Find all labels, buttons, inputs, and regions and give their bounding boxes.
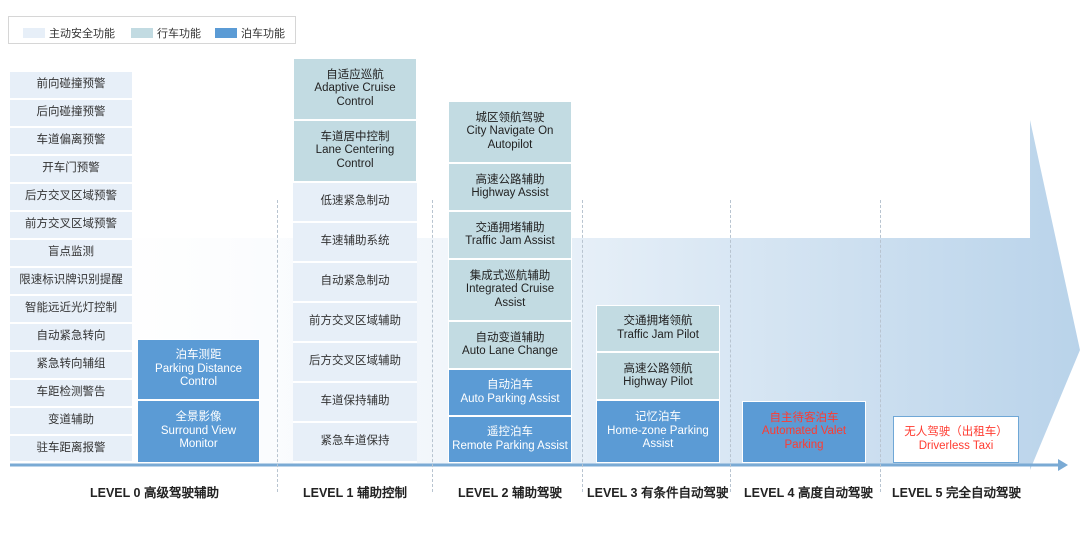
- level-divider: [730, 200, 731, 492]
- level1-feature: 车速辅助系统: [293, 223, 417, 263]
- feature-cn: 遥控泊车: [487, 426, 533, 438]
- level1-driving-feature: 自适应巡航 Adaptive Cruise Control: [293, 58, 417, 120]
- feature-en: Automated Valet: [761, 425, 847, 438]
- level2-parking-feature: 自动泊车 Auto Parking Assist: [448, 369, 572, 416]
- feature-en: Parking Distance: [155, 362, 242, 375]
- level0-feature: 紧急转向辅组: [10, 352, 132, 380]
- feature-cn: 交通拥堵辅助: [475, 221, 545, 234]
- level-divider: [432, 200, 433, 492]
- feature-en: City Navigate On: [466, 125, 554, 138]
- level0-feature: 变道辅助: [10, 408, 132, 436]
- feature-en: Autopilot: [487, 138, 533, 151]
- level-divider: [582, 200, 583, 492]
- level2-driving-feature: 交通拥堵辅助 Traffic Jam Assist: [448, 211, 572, 259]
- feature-en: Remote Parking Assist: [452, 439, 568, 452]
- feature-en: Auto Lane Change: [462, 345, 558, 357]
- level0-feature: 前方交叉区域预警: [10, 212, 132, 240]
- level0-feature: 驻车距离报警: [10, 436, 132, 463]
- feature-cn: 自适应巡航: [326, 68, 384, 81]
- legend-swatch: [215, 28, 237, 38]
- legend-item-active-safety: 主动安全功能: [23, 25, 115, 41]
- legend-swatch: [23, 28, 45, 38]
- level0-feature: 前向碰撞预警: [10, 72, 132, 100]
- level4-parking-feature: 自主待客泊车 Automated Valet Parking: [742, 401, 866, 463]
- level0-feature: 智能远近光灯控制: [10, 296, 132, 324]
- feature-en: Parking: [784, 438, 824, 451]
- level-divider: [277, 200, 278, 492]
- level1-feature: 自动紧急制动: [293, 263, 417, 303]
- feature-en: Assist: [642, 438, 674, 451]
- level0-feature: 车道偏离预警: [10, 128, 132, 156]
- level2-driving-feature: 城区领航驾驶 City Navigate On Autopilot: [448, 101, 572, 163]
- level1-driving-feature: 车道居中控制 Lane Centering Control: [293, 120, 417, 182]
- level1-feature: 紧急车道保持: [293, 423, 417, 463]
- level2-driving-feature: 集成式巡航辅助 Integrated Cruise Assist: [448, 259, 572, 321]
- feature-cn: 自主待客泊车: [769, 411, 839, 424]
- level0-feature: 自动紧急转向: [10, 324, 132, 352]
- feature-en: Home-zone Parking: [607, 424, 709, 437]
- level1-title: LEVEL 1 辅助控制: [303, 486, 407, 500]
- level2-driving-feature: 自动变道辅助 Auto Lane Change: [448, 321, 572, 369]
- level0-feature: 盲点监测: [10, 240, 132, 268]
- legend-item-parking: 泊车功能: [215, 25, 285, 41]
- legend-label: 主动安全功能: [49, 28, 115, 40]
- level4-title: LEVEL 4 高度自动驾驶: [744, 486, 873, 500]
- level1-feature: 前方交叉区域辅助: [293, 303, 417, 343]
- level2-parking-feature: 遥控泊车 Remote Parking Assist: [448, 416, 572, 463]
- feature-cn: 高速公路领航: [623, 362, 693, 375]
- level3-title: LEVEL 3 有条件自动驾驶: [587, 486, 729, 500]
- level-divider: [880, 200, 881, 492]
- feature-en: Highway Pilot: [623, 376, 693, 388]
- feature-en: Lane Centering: [315, 144, 395, 157]
- feature-cn: 自动变道辅助: [475, 331, 545, 344]
- level0-feature: 限速标识牌识别提醒: [10, 268, 132, 296]
- feature-en: Monitor: [179, 438, 218, 451]
- level3-driving-feature: 交通拥堵领航 Traffic Jam Pilot: [596, 305, 720, 352]
- feature-en: Surround View: [160, 424, 237, 437]
- feature-cn: 交通拥堵领航: [623, 315, 693, 327]
- legend-item-driving: 行车功能: [131, 25, 201, 41]
- level0-feature: 车距检测警告: [10, 380, 132, 408]
- legend-label: 行车功能: [157, 28, 201, 40]
- level1-feature: 后方交叉区域辅助: [293, 343, 417, 383]
- level0-feature: 后向碰撞预警: [10, 100, 132, 128]
- level0-title: LEVEL 0 高级驾驶辅助: [90, 486, 219, 500]
- feature-cn: 自动泊车: [487, 379, 533, 391]
- feature-en: Traffic Jam Pilot: [617, 328, 699, 341]
- feature-cn: 车道居中控制: [320, 130, 390, 143]
- feature-cn: 泊车测距: [175, 349, 222, 362]
- level0-feature: 后方交叉区域预警: [10, 184, 132, 212]
- level0-parking-feature: 全景影像 Surround View Monitor: [137, 400, 260, 463]
- level0-parking-feature: 泊车测距 Parking Distance Control: [137, 339, 260, 400]
- feature-en: Control: [336, 157, 374, 170]
- feature-cn: 集成式巡航辅助: [469, 269, 551, 282]
- level2-driving-feature: 高速公路辅助 Highway Assist: [448, 163, 572, 211]
- legend-label: 泊车功能: [241, 28, 285, 40]
- level2-title: LEVEL 2 辅助驾驶: [458, 486, 562, 500]
- feature-en: Traffic Jam Assist: [465, 235, 555, 247]
- level1-feature: 低速紧急制动: [293, 183, 417, 223]
- feature-en: Integrated Cruise: [465, 283, 555, 296]
- feature-cn: 无人驾驶（出租车）: [904, 426, 1008, 438]
- level3-driving-feature: 高速公路领航 Highway Pilot: [596, 352, 720, 400]
- level5-feature: 无人驾驶（出租车） Driverless Taxi: [893, 416, 1019, 463]
- legend-swatch: [131, 28, 153, 38]
- feature-en: Driverless Taxi: [918, 439, 994, 452]
- level1-feature: 车道保持辅助: [293, 383, 417, 423]
- feature-cn: 记忆泊车: [635, 411, 681, 424]
- feature-en: Highway Assist: [471, 187, 549, 199]
- level5-title: LEVEL 5 完全自动驾驶: [892, 486, 1021, 500]
- feature-en: Adaptive Cruise: [314, 82, 396, 95]
- feature-en: Control: [179, 376, 218, 389]
- feature-cn: 全景影像: [175, 411, 222, 424]
- legend: 主动安全功能 行车功能 泊车功能: [8, 16, 296, 44]
- feature-en: Auto Parking Assist: [460, 392, 560, 405]
- feature-cn: 城区领航驾驶: [475, 111, 545, 124]
- feature-en: Assist: [494, 296, 526, 309]
- level0-feature: 开车门预警: [10, 156, 132, 184]
- feature-en: Control: [336, 95, 374, 108]
- level3-parking-feature: 记忆泊车 Home-zone Parking Assist: [596, 400, 720, 463]
- feature-cn: 高速公路辅助: [475, 173, 545, 186]
